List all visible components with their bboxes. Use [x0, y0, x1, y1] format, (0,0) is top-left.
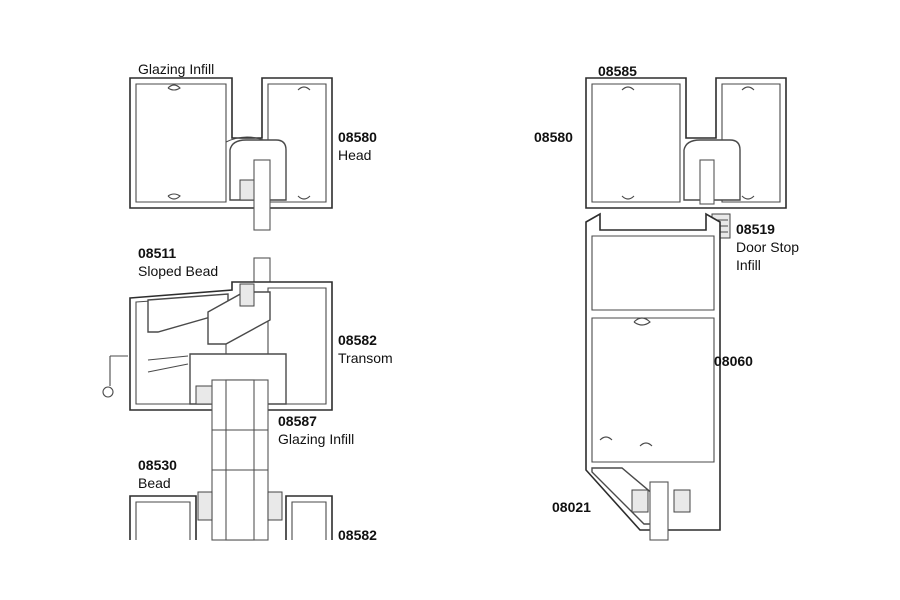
bottom-transom-profile	[129, 491, 333, 540]
label-door-stop-desc1: Door Stop	[736, 239, 799, 255]
left-section-drawing	[102, 77, 333, 541]
labels: Glazing Infill 08580 Head 08511 Sloped B…	[138, 61, 799, 543]
label-door-stop-desc2: Infill	[736, 257, 761, 273]
label-transom-bottom-code: 08582	[338, 527, 377, 543]
door-leaf-profile	[585, 212, 721, 541]
label-head-code: 08580	[338, 129, 377, 145]
lower-glazing-infill	[211, 379, 269, 541]
label-sloped-bead-code: 08511	[138, 245, 176, 261]
label-glazing-infill-desc: Glazing Infill	[278, 431, 354, 447]
label-transom-desc: Transom	[338, 350, 393, 366]
label-door-code: 08060	[714, 353, 753, 369]
label-transom-code: 08582	[338, 332, 377, 348]
label-glazing-infill-top: Glazing Infill	[138, 61, 214, 77]
label-door-stop-code: 08519	[736, 221, 775, 237]
label-top-code: 08585	[598, 63, 637, 79]
label-door-head-code: 08580	[534, 129, 573, 145]
label-bead-desc: Bead	[138, 475, 171, 491]
label-bead-code: 08530	[138, 457, 177, 473]
label-head-desc: Head	[338, 147, 371, 163]
label-sloped-bead-desc: Sloped Bead	[138, 263, 218, 279]
label-sill-code: 08021	[552, 499, 591, 515]
door-head-profile	[585, 77, 787, 209]
right-section-drawing	[585, 77, 787, 541]
head-profile	[129, 77, 333, 209]
label-glazing-infill-code: 08587	[278, 413, 317, 429]
